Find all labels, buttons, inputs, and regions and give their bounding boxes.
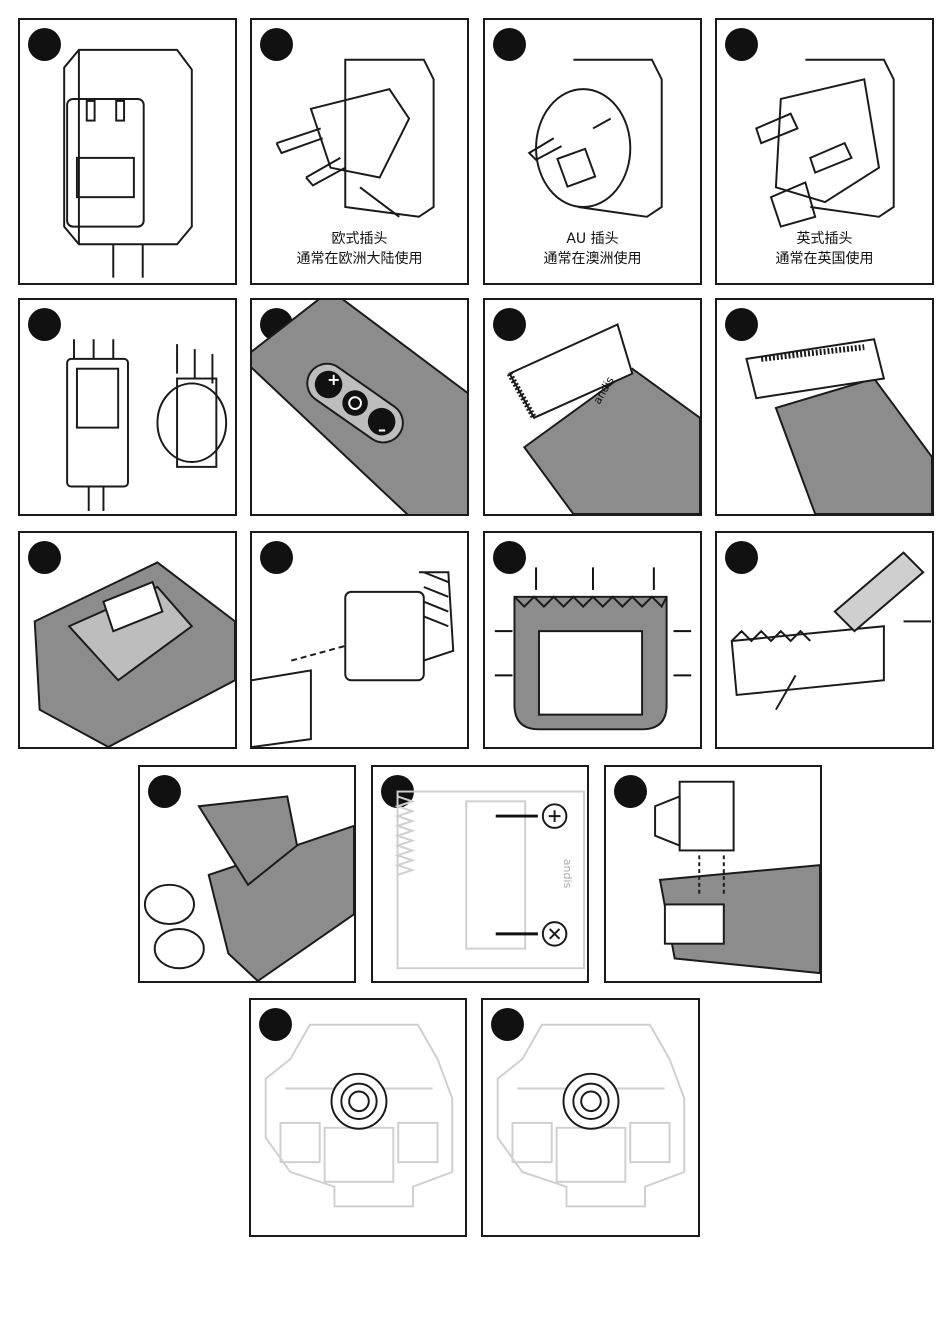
panel-motor-left [249,998,467,1237]
motor-right-illustration [483,1000,698,1235]
au-plug-subtitle: 通常在澳洲使用 [485,249,700,269]
screws-illustration [373,767,587,981]
minus-button-label: – [378,420,386,439]
eu-plug-subtitle: 通常在欧洲大陆使用 [252,249,467,269]
panel-blade-remove [715,298,934,516]
panel-eu-plug: 欧式插头 通常在欧洲大陆使用 [250,18,469,285]
panel-au-plug: AU 插头 通常在澳洲使用 [483,18,702,285]
panel-blade-slide [250,531,469,749]
blade-remove-illustration [717,300,932,514]
housing-open-illustration [140,767,354,981]
panel-adapter [18,18,237,285]
attach-plug-illustration [20,300,235,514]
panel-controls: + – [250,298,469,516]
brand-label: andis [561,859,574,888]
uk-plug-caption: 英式插头 通常在英国使用 [717,229,932,269]
au-plug-title: AU 插头 [485,229,700,249]
panel-oil-points [483,531,702,749]
blade-illustration [485,300,700,514]
controls-illustration [252,300,467,514]
panel-blade: andis [483,298,702,516]
panel-attach-plug [18,298,237,516]
plus-button-label: + [327,370,340,389]
oil-apply-illustration [717,533,932,747]
assembly-illustration [606,767,820,981]
blade-slide-illustration [252,533,467,747]
eu-plug-title: 欧式插头 [252,229,467,249]
uk-plug-title: 英式插头 [717,229,932,249]
panel-screws: andis [371,765,589,983]
uk-plug-subtitle: 通常在英国使用 [717,249,932,269]
panel-uk-plug: 英式插头 通常在英国使用 [715,18,934,285]
panel-oil-apply [715,531,934,749]
adapter-illustration [20,20,235,283]
lever-illustration [20,533,235,747]
eu-plug-caption: 欧式插头 通常在欧洲大陆使用 [252,229,467,269]
panel-lever [18,531,237,749]
motor-left-illustration [251,1000,465,1235]
panel-assembly [604,765,822,983]
panel-motor-right [481,998,700,1237]
au-plug-caption: AU 插头 通常在澳洲使用 [485,229,700,269]
panel-housing-open [138,765,356,983]
oil-points-illustration [485,533,700,747]
